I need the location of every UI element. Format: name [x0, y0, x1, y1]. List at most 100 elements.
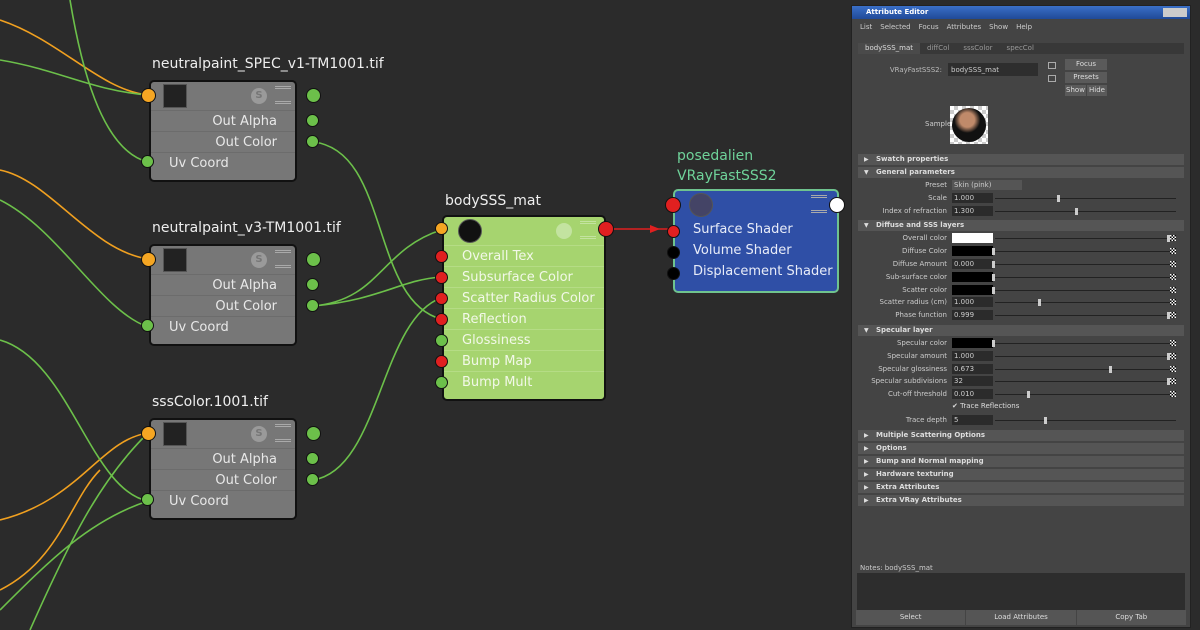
sg-input-port[interactable]: [667, 225, 680, 238]
value-field[interactable]: 0.999: [952, 310, 993, 321]
color-swatch[interactable]: [952, 271, 993, 282]
connect-icon[interactable]: [1170, 273, 1176, 280]
output-port[interactable]: [306, 426, 321, 441]
scale-field[interactable]: 1.000: [952, 192, 993, 203]
select-button[interactable]: Select: [856, 610, 966, 625]
slider-knob[interactable]: [1167, 312, 1170, 320]
sg-attribute-row[interactable]: Surface Shader: [693, 222, 793, 237]
value-field[interactable]: 32: [952, 376, 993, 387]
material-input-port[interactable]: [435, 222, 448, 235]
material-out-port[interactable]: [598, 221, 614, 237]
out-alpha-port[interactable]: [306, 114, 319, 127]
connect-icon[interactable]: [1170, 248, 1176, 255]
attribute-slider[interactable]: [992, 260, 1170, 268]
menu-item[interactable]: Attributes: [946, 23, 982, 31]
slider-knob[interactable]: [992, 273, 995, 281]
attribute-slider[interactable]: [992, 339, 1170, 347]
connect-icon[interactable]: [1170, 339, 1176, 346]
ior-field[interactable]: 1.300: [952, 205, 993, 216]
map-checker-icon[interactable]: [1170, 391, 1176, 398]
attribute-slider[interactable]: [995, 352, 1170, 360]
value-field[interactable]: 0.010: [952, 389, 993, 400]
menu-item[interactable]: Help: [1016, 23, 1033, 31]
tab[interactable]: specCol: [1006, 44, 1034, 52]
map-checker-icon[interactable]: [1170, 299, 1176, 306]
attribute-row[interactable]: Uv Coord: [151, 316, 295, 337]
material-input-port[interactable]: [435, 355, 448, 368]
presets-button[interactable]: Presets: [1065, 72, 1107, 83]
slider-knob[interactable]: [992, 248, 995, 256]
slider-knob[interactable]: [992, 260, 995, 268]
attribute-slider[interactable]: [995, 299, 1170, 307]
slider-knob[interactable]: [992, 286, 995, 294]
attribute-row[interactable]: Out Color: [151, 295, 295, 316]
tab[interactable]: bodySSS_mat: [858, 43, 920, 54]
value-field[interactable]: 0.673: [952, 363, 993, 374]
out-alpha-port[interactable]: [306, 452, 319, 465]
slider-knob[interactable]: [1167, 235, 1170, 243]
color-swatch[interactable]: [952, 233, 993, 244]
input-port[interactable]: [141, 252, 156, 267]
collapsed-section[interactable]: Hardware texturing: [858, 468, 1184, 480]
collapsed-section[interactable]: Options: [858, 442, 1184, 454]
map-checker-icon[interactable]: [1170, 235, 1176, 242]
attribute-slider[interactable]: [995, 365, 1170, 373]
attribute-row[interactable]: Out Alpha: [151, 448, 295, 469]
attribute-row[interactable]: Out Alpha: [151, 274, 295, 295]
menu-item[interactable]: List: [860, 23, 873, 31]
slider-knob[interactable]: [1167, 378, 1170, 386]
menu-icon[interactable]: [275, 86, 291, 104]
uv-coord-port[interactable]: [141, 155, 154, 168]
preset-dropdown[interactable]: Skin (pink): [952, 180, 1022, 190]
section-general-parameters[interactable]: General parameters: [858, 167, 1184, 178]
material-attribute-row[interactable]: Subsurface Color: [444, 266, 604, 287]
material-attribute-row[interactable]: Scatter Radius Color: [444, 287, 604, 308]
material-input-port[interactable]: [435, 250, 448, 263]
attribute-slider[interactable]: [992, 273, 1170, 281]
material-input-port[interactable]: [435, 376, 448, 389]
attribute-slider[interactable]: [992, 248, 1170, 256]
output-port[interactable]: [306, 88, 321, 103]
scale-slider[interactable]: [995, 194, 1176, 202]
menu-icon[interactable]: [580, 221, 596, 239]
map-checker-icon[interactable]: [1170, 260, 1176, 267]
value-field[interactable]: 1.000: [952, 297, 993, 308]
attribute-slider[interactable]: [992, 286, 1170, 294]
out-color-port[interactable]: [306, 473, 319, 486]
sg-attribute-row[interactable]: Volume Shader: [693, 243, 792, 258]
menu-icon[interactable]: [275, 250, 291, 268]
out-color-port[interactable]: [306, 135, 319, 148]
node-name-field[interactable]: bodySSS_mat: [948, 63, 1038, 76]
out-alpha-port[interactable]: [306, 278, 319, 291]
color-swatch[interactable]: [952, 337, 993, 348]
attribute-row[interactable]: Out Color: [151, 131, 295, 152]
sg-input-port[interactable]: [667, 246, 680, 259]
sg-input-port[interactable]: [665, 197, 681, 213]
attribute-slider[interactable]: [995, 391, 1170, 399]
tab[interactable]: diffCol: [927, 44, 950, 52]
trace-depth-field[interactable]: 5: [952, 414, 993, 425]
attribute-slider[interactable]: [995, 312, 1170, 320]
map-checker-icon[interactable]: [1170, 312, 1176, 319]
attribute-slider[interactable]: [995, 378, 1170, 386]
ior-slider[interactable]: [995, 207, 1176, 215]
material-input-port[interactable]: [435, 334, 448, 347]
tab[interactable]: sssColor: [963, 44, 993, 52]
input-connection-icon[interactable]: [1048, 62, 1056, 69]
material-attribute-row[interactable]: Glossiness: [444, 329, 604, 350]
slider-knob[interactable]: [992, 339, 995, 347]
collapsed-section[interactable]: Bump and Normal mapping: [858, 455, 1184, 467]
menu-icon[interactable]: [811, 195, 827, 213]
copy-tab-button[interactable]: Copy Tab: [1076, 610, 1186, 625]
slider-knob[interactable]: [1167, 352, 1170, 360]
connect-icon[interactable]: [1170, 286, 1176, 293]
material-input-port[interactable]: [435, 313, 448, 326]
sg-attribute-row[interactable]: Displacement Shader: [693, 264, 833, 279]
attribute-row[interactable]: Uv Coord: [151, 152, 295, 173]
material-attribute-row[interactable]: Overall Tex: [444, 245, 604, 266]
collapsed-section[interactable]: Extra Attributes: [858, 481, 1184, 493]
